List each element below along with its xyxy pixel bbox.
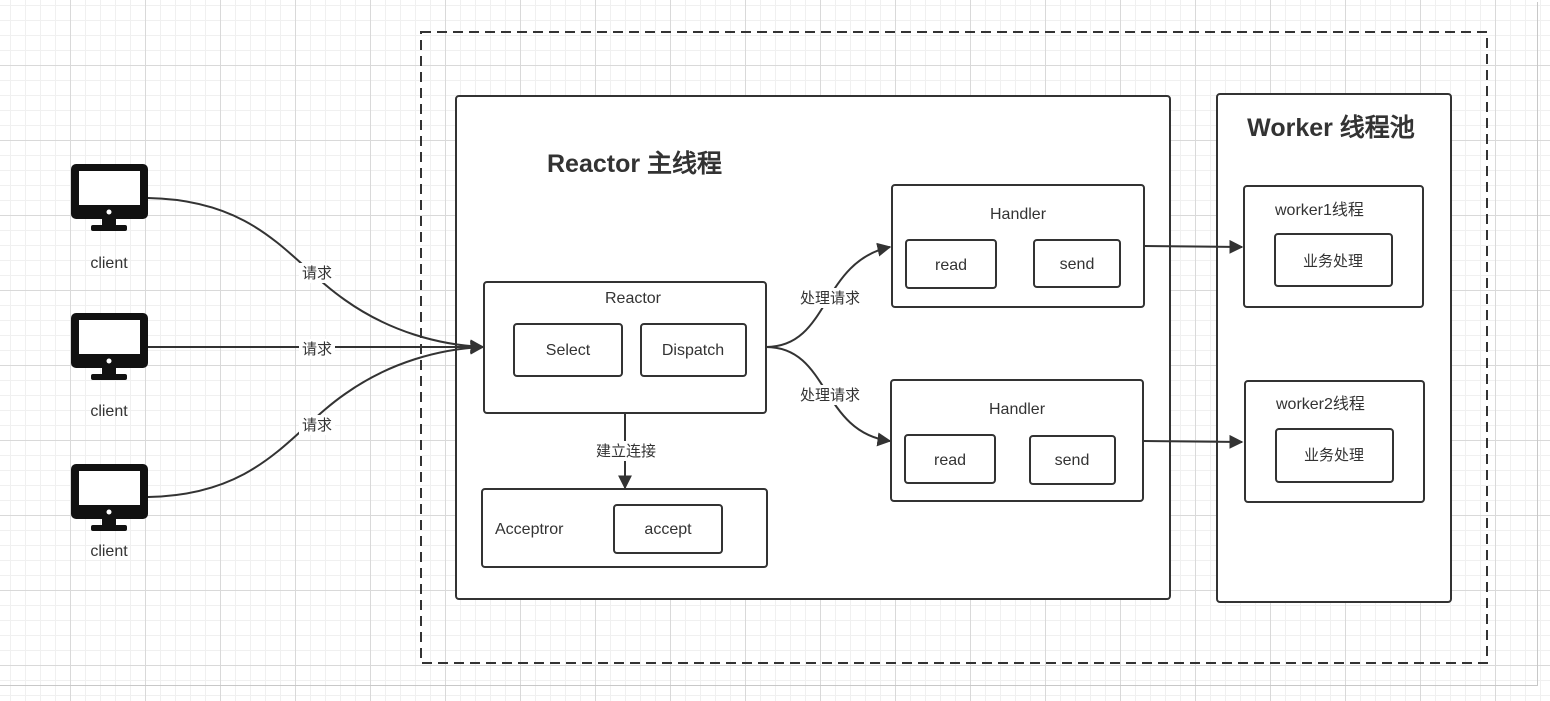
dispatch-node[interactable]: Dispatch xyxy=(640,323,747,377)
handler-label: Handler xyxy=(990,206,1047,223)
reactor-main-thread-title: Reactor 主线程 xyxy=(547,149,722,178)
handler-node-1[interactable]: Handler read send xyxy=(891,184,1145,308)
read-node[interactable]: read xyxy=(905,239,997,289)
worker-node-1[interactable]: worker1线程 业务处理 xyxy=(1243,185,1424,308)
select-label: Select xyxy=(546,342,591,359)
business-process-node[interactable]: 业务处理 xyxy=(1274,233,1393,287)
worker-pool-title: Worker 线程池 xyxy=(1247,113,1415,142)
client-computer-1[interactable]: client xyxy=(71,164,148,272)
monitor-icon xyxy=(71,464,148,531)
reactor-label: Reactor xyxy=(605,290,662,307)
business-process-node[interactable]: 业务处理 xyxy=(1275,428,1394,483)
handler-to-worker2-edge[interactable] xyxy=(1142,434,1244,449)
accept-label: accept xyxy=(644,521,692,538)
worker-pool-box xyxy=(1216,93,1452,603)
request-edge-label: 请求 xyxy=(302,265,332,282)
client-computer-2[interactable]: client xyxy=(71,313,148,420)
handler-node-2[interactable]: Handler read send xyxy=(890,379,1144,502)
request-edge-1[interactable] xyxy=(147,197,485,354)
worker-label: worker1线程 xyxy=(1274,201,1364,219)
request-edge-label: 请求 xyxy=(302,417,332,434)
accept-node[interactable]: accept xyxy=(613,504,723,554)
handler-to-worker1-edge[interactable] xyxy=(1143,239,1244,254)
read-label: read xyxy=(935,257,967,274)
reactor-node[interactable]: Reactor Select Dispatch xyxy=(483,281,767,414)
request-edge-3[interactable] xyxy=(147,340,485,498)
select-node[interactable]: Select xyxy=(513,323,623,377)
monitor-icon xyxy=(71,164,148,231)
send-node[interactable]: send xyxy=(1033,239,1121,288)
dispatch-label: Dispatch xyxy=(662,342,724,359)
handle-request-label: 处理请求 xyxy=(800,387,860,404)
read-node[interactable]: read xyxy=(904,434,996,484)
worker-label: worker2线程 xyxy=(1275,395,1365,413)
client-computer-3[interactable]: client xyxy=(71,464,148,560)
monitor-icon xyxy=(71,313,148,380)
business-process-label: 业务处理 xyxy=(1304,447,1364,464)
send-label: send xyxy=(1060,256,1095,273)
acceptor-label: Acceptror xyxy=(495,521,564,538)
client-label: client xyxy=(90,403,128,420)
establish-connection-label: 建立连接 xyxy=(596,443,656,460)
client-label: client xyxy=(90,543,128,560)
worker-node-2[interactable]: worker2线程 业务处理 xyxy=(1244,380,1425,503)
read-label: read xyxy=(934,452,966,469)
send-node[interactable]: send xyxy=(1029,435,1116,485)
acceptor-node[interactable]: Acceptror accept xyxy=(481,488,768,568)
client-label: client xyxy=(90,255,128,272)
request-edge-label: 请求 xyxy=(302,341,332,358)
handler-label: Handler xyxy=(989,401,1046,418)
handle-request-label: 处理请求 xyxy=(800,290,860,307)
business-process-label: 业务处理 xyxy=(1303,253,1363,270)
send-label: send xyxy=(1055,452,1090,469)
